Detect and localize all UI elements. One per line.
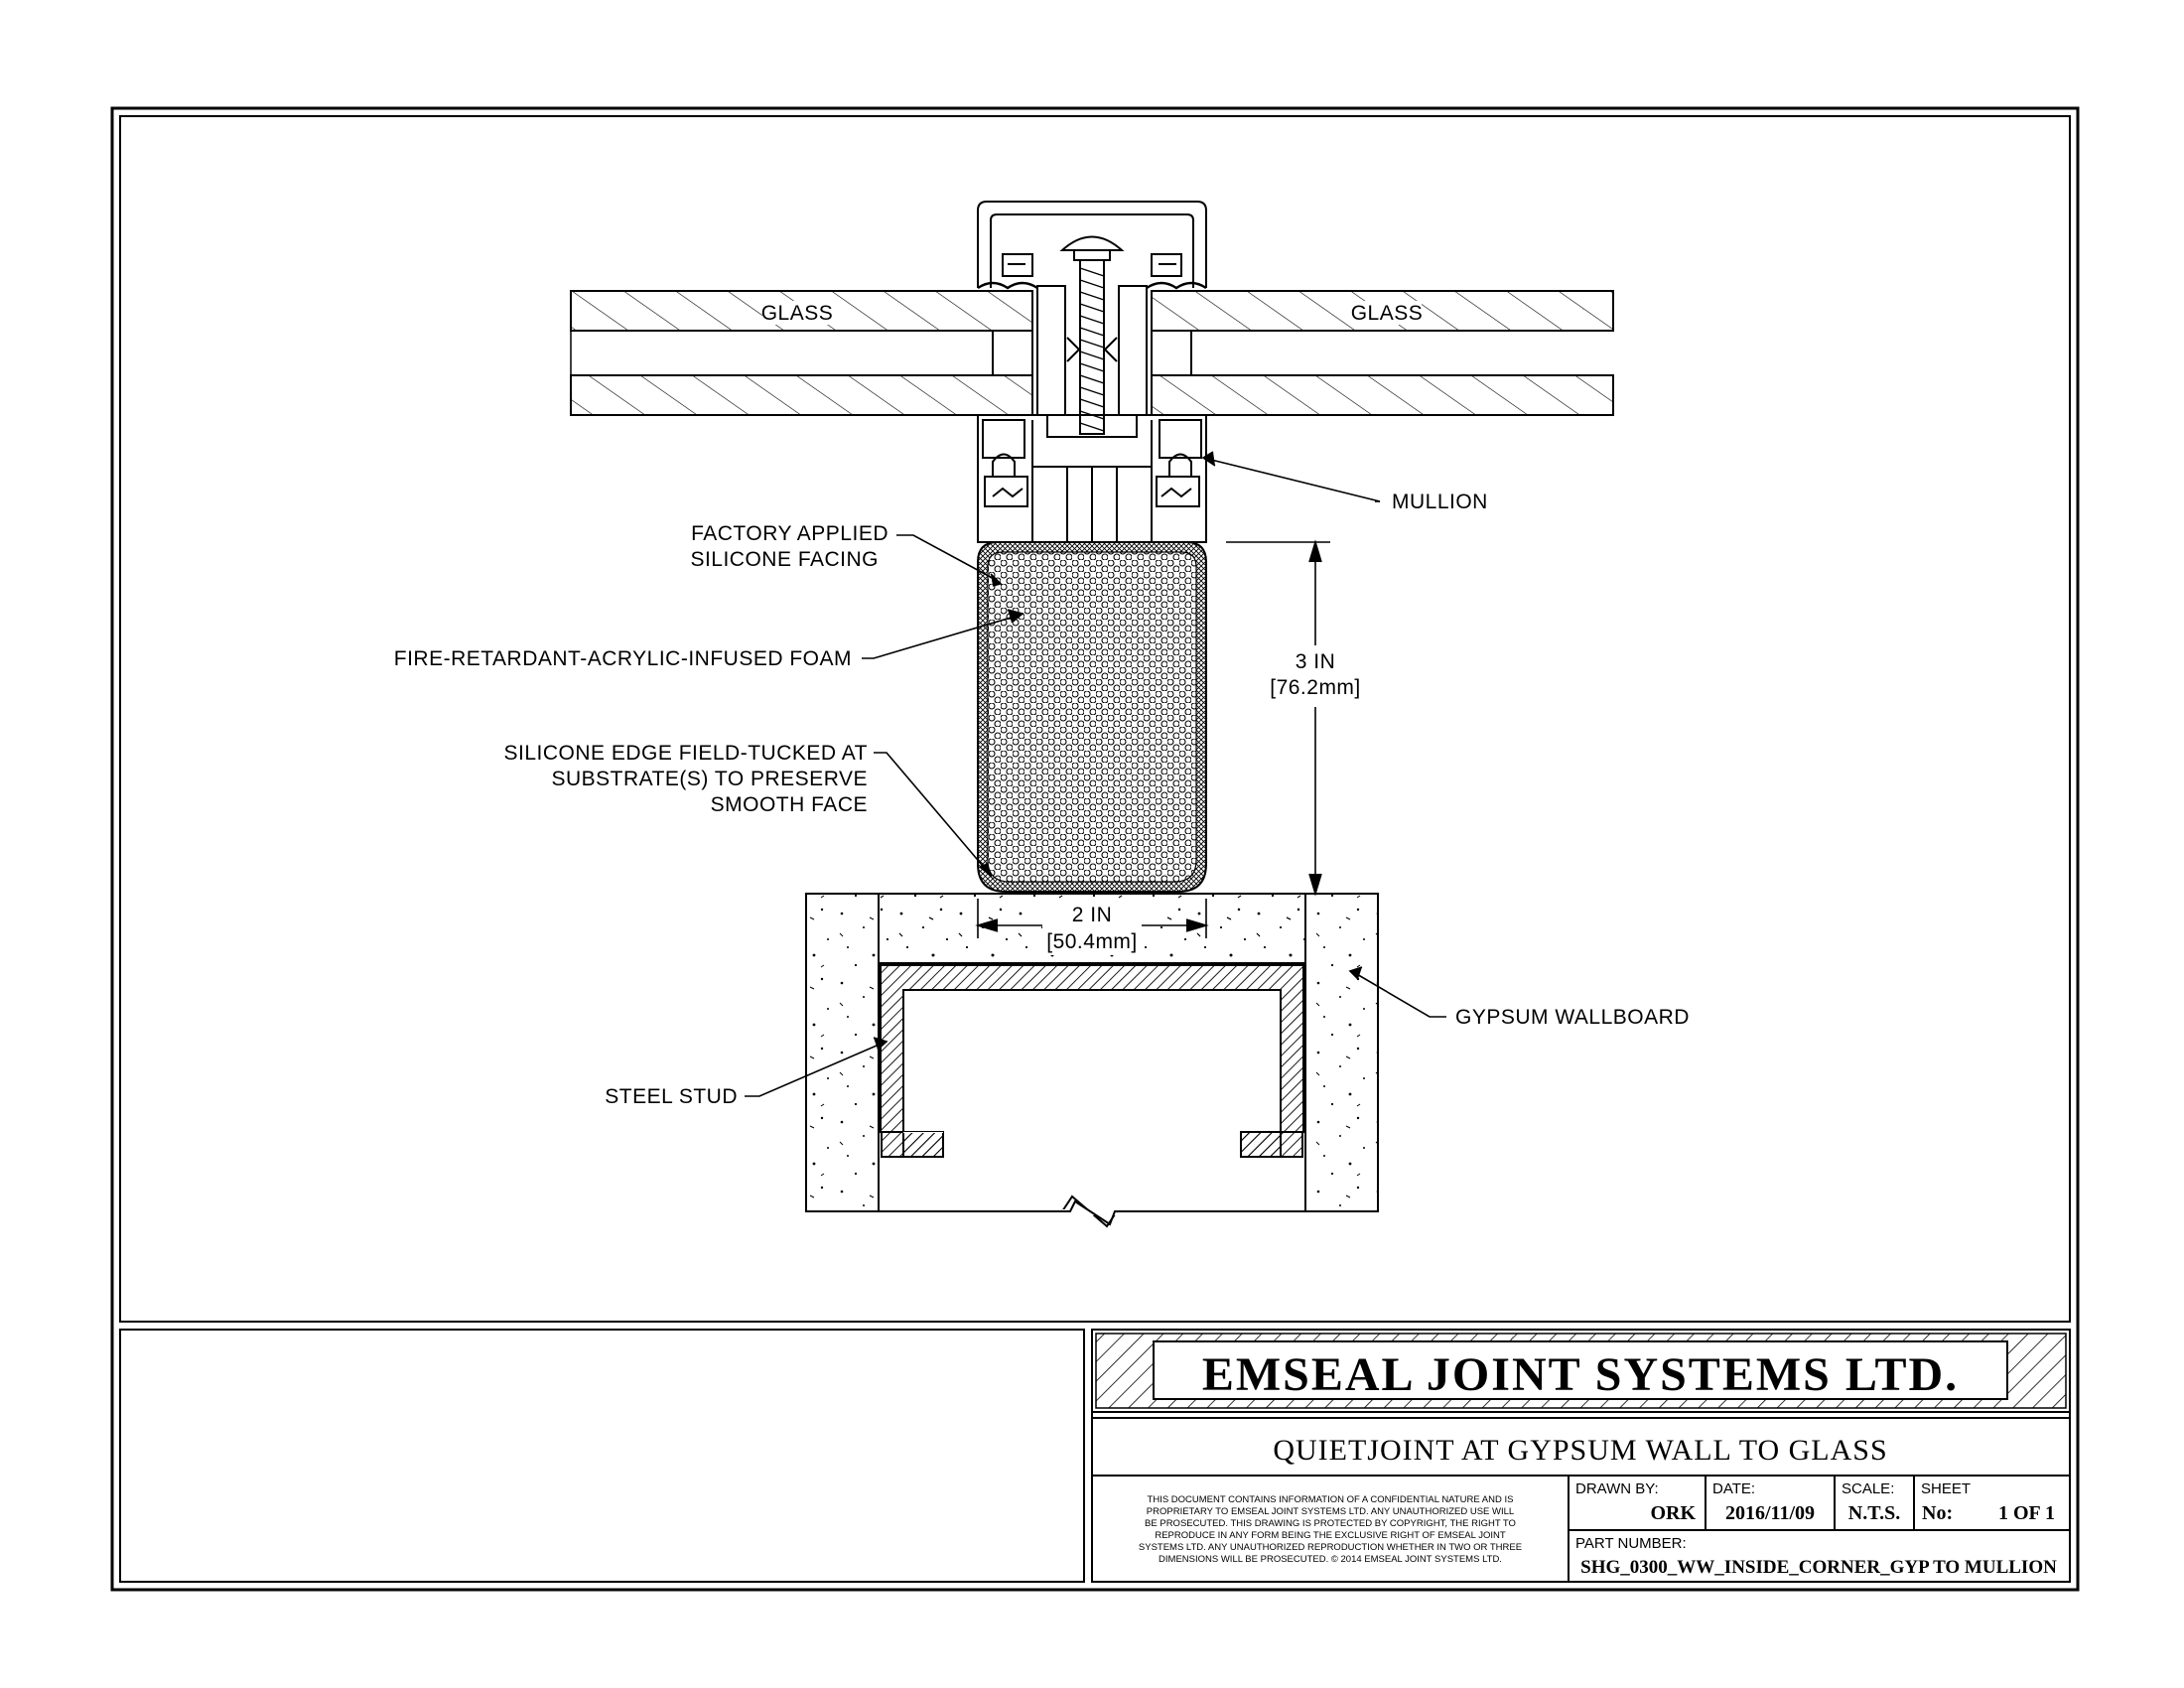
foam-label: FIRE-RETARDANT-ACRYLIC-INFUSED FOAM bbox=[394, 647, 852, 670]
sheet-no-value: 1 OF 1 bbox=[1998, 1502, 2055, 1524]
dimension-height bbox=[1226, 539, 1330, 897]
sheet-border bbox=[110, 106, 2080, 1592]
factory-facing-label-2: SILICONE FACING bbox=[690, 548, 879, 571]
glass-left-label: GLASS bbox=[761, 302, 834, 325]
edge-field-label-2: SUBSTRATE(S) TO PRESERVE bbox=[551, 768, 868, 790]
glass-right bbox=[1151, 290, 1614, 416]
disclaimer-line: BE PROSECUTED. THIS DRAWING IS PROTECTED… bbox=[1145, 1518, 1516, 1529]
sheet-label: SHEET bbox=[1921, 1480, 1971, 1497]
dimension-height-imperial: 3 IN bbox=[1296, 650, 1336, 673]
drawn-by-value: ORK bbox=[1650, 1502, 1696, 1524]
date-value: 2016/11/09 bbox=[1725, 1502, 1815, 1524]
steel-stud-label: STEEL STUD bbox=[605, 1085, 738, 1108]
disclaimer-line: PROPRIETARY TO EMSEAL JOINT SYSTEMS LTD.… bbox=[1147, 1506, 1514, 1517]
quietjoint-seal bbox=[977, 541, 1207, 893]
disclaimer-line: THIS DOCUMENT CONTAINS INFORMATION OF A … bbox=[1148, 1494, 1514, 1505]
scale-label: SCALE: bbox=[1842, 1480, 1894, 1497]
dimension-width-metric: [50.4mm] bbox=[1046, 930, 1138, 953]
scale-value: N.T.S. bbox=[1848, 1502, 1900, 1524]
gypsum-label: GYPSUM WALLBOARD bbox=[1455, 1006, 1690, 1029]
glass-left bbox=[570, 290, 1033, 416]
dimension-width-imperial: 2 IN bbox=[1072, 904, 1113, 926]
disclaimer-line: DIMENSIONS WILL BE PROSECUTED. © 2014 EM… bbox=[1159, 1554, 1502, 1565]
steel-stud bbox=[880, 964, 1304, 1158]
drawn-by-label: DRAWN BY: bbox=[1575, 1480, 1659, 1497]
edge-field-label-3: SMOOTH FACE bbox=[711, 793, 868, 816]
disclaimer: THIS DOCUMENT CONTAINS INFORMATION OF A … bbox=[1139, 1494, 1522, 1565]
company-name: EMSEAL JOINT SYSTEMS LTD. bbox=[1202, 1348, 1959, 1401]
drawing-title: QUIETJOINT AT GYPSUM WALL TO GLASS bbox=[1273, 1434, 1887, 1467]
leaders bbox=[745, 451, 1446, 1097]
disclaimer-line: REPRODUCE IN ANY FORM BEING THE EXCLUSIV… bbox=[1155, 1530, 1506, 1541]
date-label: DATE: bbox=[1712, 1480, 1755, 1497]
glass-right-label: GLASS bbox=[1351, 302, 1424, 325]
dimension-height-metric: [76.2mm] bbox=[1270, 676, 1361, 699]
disclaimer-line: SYSTEMS LTD. ANY UNAUTHORIZED REPRODUCTI… bbox=[1139, 1542, 1522, 1553]
factory-facing-label-1: FACTORY APPLIED bbox=[691, 522, 888, 545]
part-number-label: PART NUMBER: bbox=[1575, 1535, 1687, 1552]
part-number-value: SHG_0300_WW_INSIDE_CORNER_GYP TO MULLION bbox=[1580, 1557, 2057, 1578]
mullion bbox=[977, 201, 1207, 543]
sheet-no-label: No: bbox=[1922, 1502, 1953, 1524]
edge-field-label-1: SILICONE EDGE FIELD-TUCKED AT bbox=[503, 742, 868, 765]
title-block bbox=[1092, 1333, 2070, 1582]
mullion-label: MULLION bbox=[1392, 491, 1488, 513]
